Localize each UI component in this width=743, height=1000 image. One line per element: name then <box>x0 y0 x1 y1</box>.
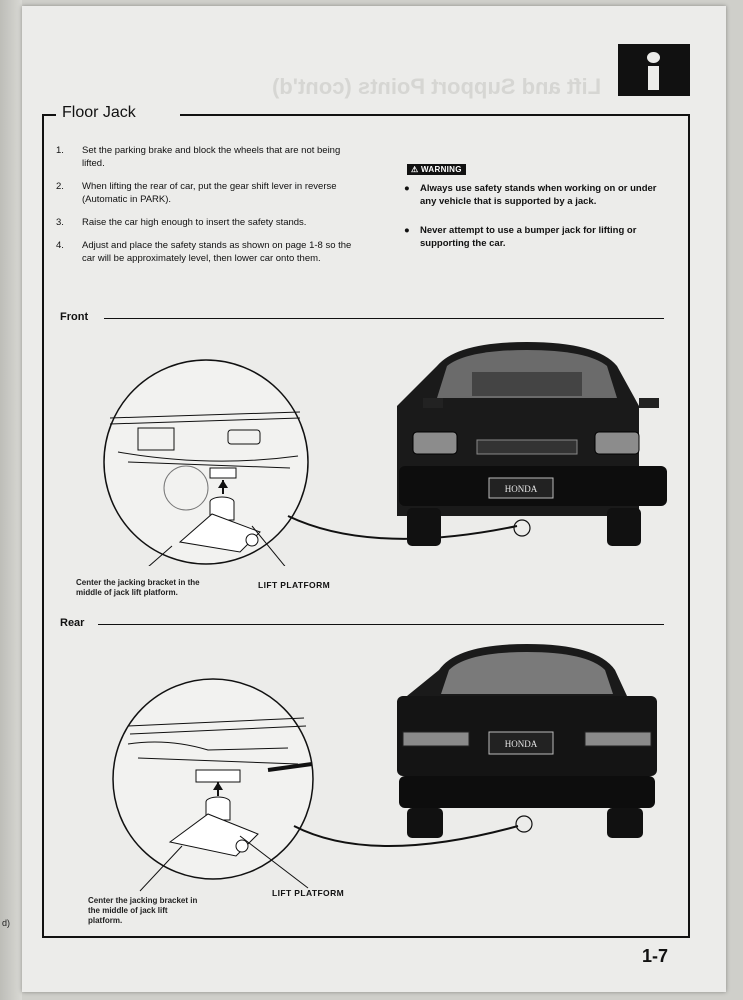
manual-page: Lift and Support Points (cont'd) Floor J… <box>22 6 726 992</box>
adjacent-page-edge: d) <box>0 0 22 1000</box>
section-frame <box>42 114 690 938</box>
rear-section-label: Rear <box>60 617 85 629</box>
front-jacking-caption: Center the jacking bracket in the middle… <box>76 578 200 597</box>
info-tab <box>618 44 690 96</box>
rear-license-plate: HONDA <box>505 739 538 749</box>
frame-top-left-rule <box>42 114 56 116</box>
step-item: 3.Raise the car high enough to insert th… <box>56 217 307 228</box>
step-text: Adjust and place the safety stands as sh… <box>82 240 352 264</box>
step-text: Raise the car high enough to insert the … <box>82 217 307 228</box>
step-text: When lifting the rear of car, put the ge… <box>82 181 337 205</box>
step-item: 2.When lifting the rear of car, put the … <box>56 180 356 206</box>
section-title: Floor Jack <box>58 104 140 122</box>
page-number: 1-7 <box>642 946 669 966</box>
front-section-label: Front <box>60 311 89 323</box>
warning-badge: ⚠ WARNING <box>407 164 466 175</box>
step-text: Set the parking brake and block the whee… <box>82 145 341 169</box>
rear-jacking-caption: Center the jacking bracket in the middle… <box>88 896 198 925</box>
front-section-rule <box>104 318 664 319</box>
front-jack-detail-illustration <box>103 359 309 565</box>
rear-jack-detail-illustration <box>112 678 314 880</box>
warning-item: ●Always use safety stands when working o… <box>404 183 657 207</box>
frame-top-right-rule <box>180 114 688 116</box>
warning-icon: ⚠ <box>411 165 421 174</box>
adjacent-page-fragment: d) <box>2 918 11 928</box>
front-leader-lines <box>148 515 531 566</box>
rear-leader-lines <box>139 815 533 892</box>
warning-list: ●Always use safety stands when working o… <box>404 182 666 266</box>
rear-car-photo: HONDA <box>397 644 657 838</box>
step-list: 1.Set the parking brake and block the wh… <box>56 144 356 275</box>
front-lift-platform-label: LIFT PLATFORM <box>258 580 331 590</box>
warning-item: ●Never attempt to use a bumper jack for … <box>404 225 637 249</box>
step-item: 4.Adjust and place the safety stands as … <box>56 239 356 265</box>
rear-lift-platform-label: LIFT PLATFORM <box>272 888 345 898</box>
front-license-plate: HONDA <box>505 484 538 494</box>
rear-section-rule <box>98 624 664 625</box>
front-car-photo: HONDA <box>397 342 667 546</box>
bleed-through-text: Lift and Support Points (cont'd) <box>272 74 602 99</box>
step-item: 1.Set the parking brake and block the wh… <box>56 144 356 170</box>
